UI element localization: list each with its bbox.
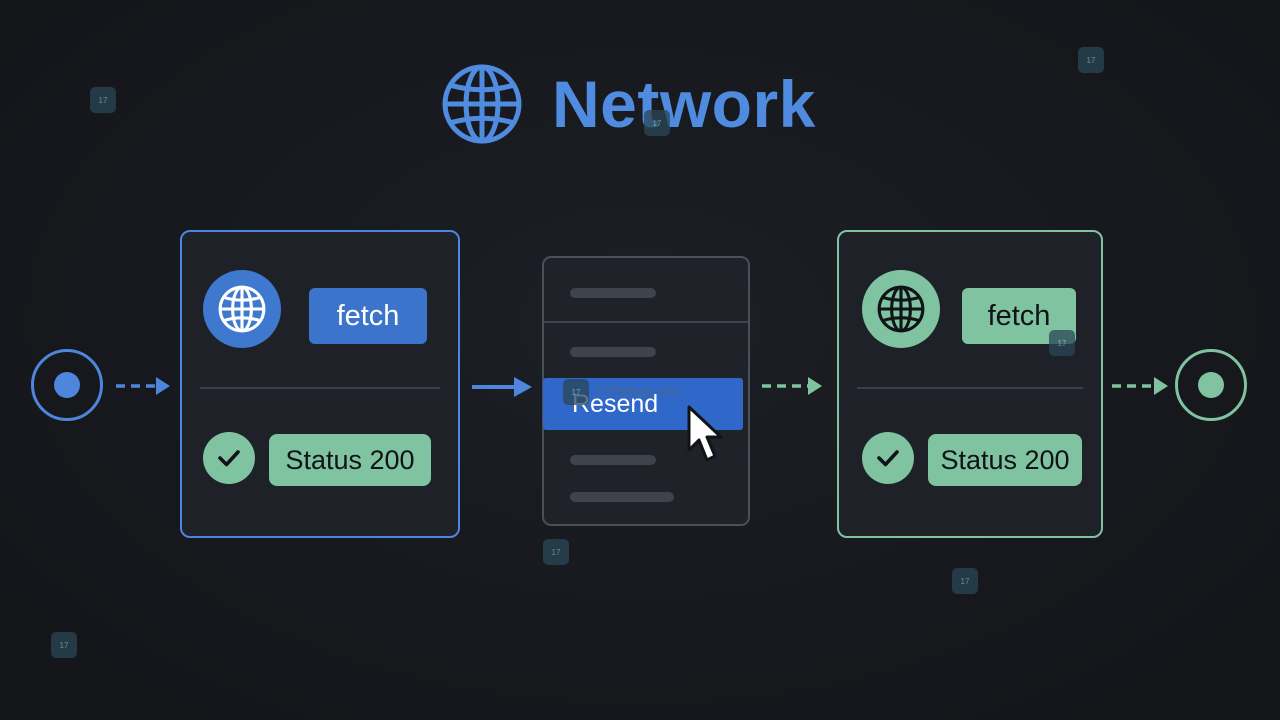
status-pill: Status 200 — [928, 434, 1082, 486]
globe-icon — [877, 285, 925, 333]
card-divider — [857, 387, 1083, 389]
site-logo-icon: 17 — [51, 632, 77, 658]
mouse-pointer-icon — [687, 405, 723, 462]
dashed-arrow-icon — [762, 377, 822, 395]
filled-circle-icon — [54, 372, 80, 398]
site-logo-icon: 17 — [563, 379, 589, 405]
solid-arrow-icon — [472, 377, 532, 397]
menu-item-placeholder[interactable] — [570, 492, 674, 502]
status-pill: Status 200 — [269, 434, 431, 486]
start-node — [31, 349, 103, 421]
site-logo-icon: 17 — [90, 87, 116, 113]
site-logo-icon: 17 — [952, 568, 978, 594]
globe-icon — [218, 285, 266, 333]
diagram-title: Network — [440, 58, 816, 150]
site-logo-icon: 17 — [543, 539, 569, 565]
dashed-arrow-icon — [1112, 377, 1168, 395]
site-logo-icon: 17 — [1078, 47, 1104, 73]
check-icon — [218, 450, 240, 467]
request-method-pill: fetch — [962, 288, 1076, 344]
menu-separator — [544, 321, 748, 323]
check-icon — [877, 450, 899, 467]
status-check-badge — [862, 432, 914, 484]
globe-icon — [442, 64, 522, 144]
original-request-card: fetch Status 200 — [180, 230, 460, 538]
end-node — [1175, 349, 1247, 421]
title-text: Network — [552, 67, 816, 141]
site-logo-icon: 17 — [1049, 330, 1075, 356]
menu-item-placeholder[interactable] — [570, 455, 656, 465]
request-globe-badge — [203, 270, 281, 348]
resent-request-card: fetch Status 200 — [837, 230, 1103, 538]
dashed-arrow-icon — [116, 377, 170, 395]
menu-item-placeholder[interactable] — [570, 347, 656, 357]
watermark-text: 17Golang.com — [595, 383, 680, 398]
request-method-pill: fetch — [309, 288, 427, 344]
menu-item-placeholder[interactable] — [570, 288, 656, 298]
request-globe-badge — [862, 270, 940, 348]
filled-circle-icon — [1198, 372, 1224, 398]
card-divider — [200, 387, 440, 389]
site-logo-icon: 17 — [644, 110, 670, 136]
status-check-badge — [203, 432, 255, 484]
